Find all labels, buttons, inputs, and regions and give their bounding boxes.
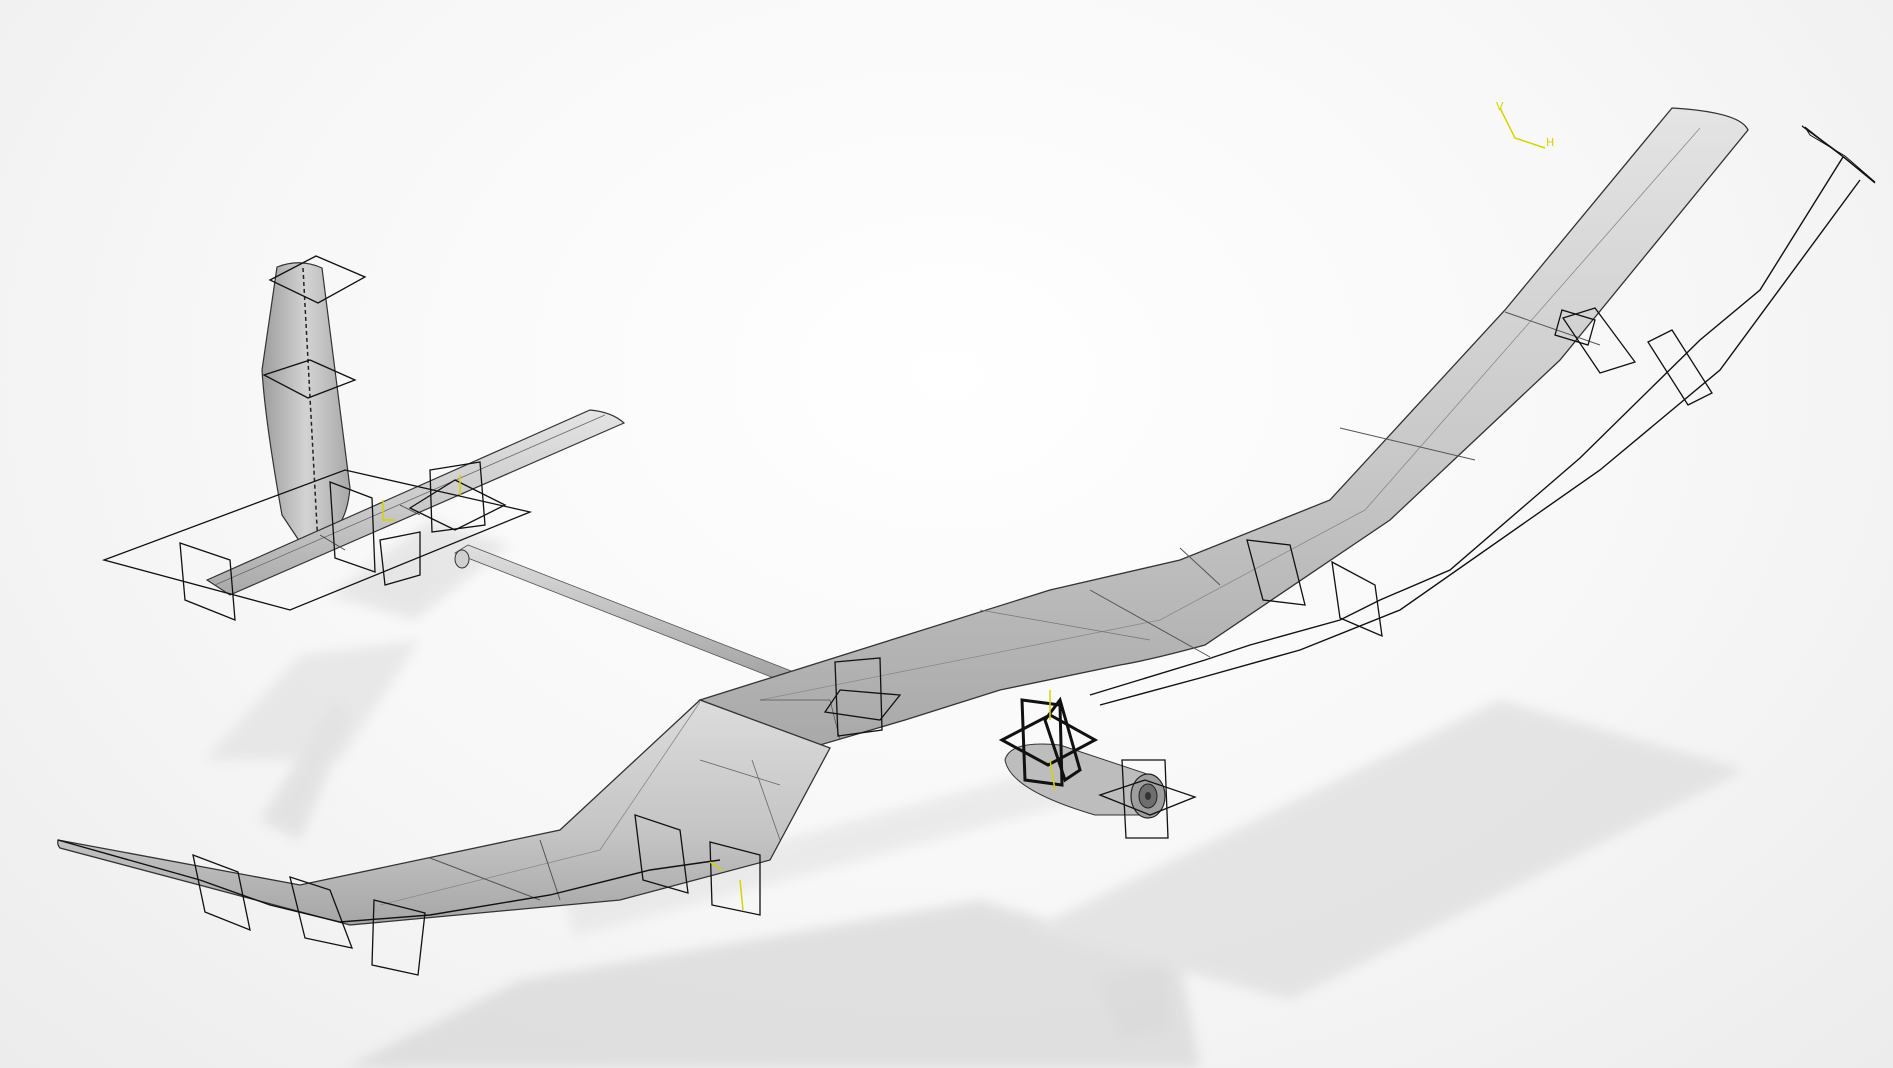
compass-y-label: V — [1496, 100, 1504, 113]
ground-shadow — [205, 520, 1745, 1068]
axis-markers — [382, 475, 1056, 911]
guide-lines — [57, 156, 1861, 923]
compass-axis-indicator — [1499, 107, 1546, 149]
vertical-stabilizer[interactable] — [261, 262, 351, 546]
wireframe-reference-planes — [101, 125, 1876, 976]
horizontal-stabilizer[interactable] — [205, 409, 626, 596]
compass-x-label: H — [1546, 136, 1554, 149]
right-wing[interactable] — [698, 107, 1749, 746]
